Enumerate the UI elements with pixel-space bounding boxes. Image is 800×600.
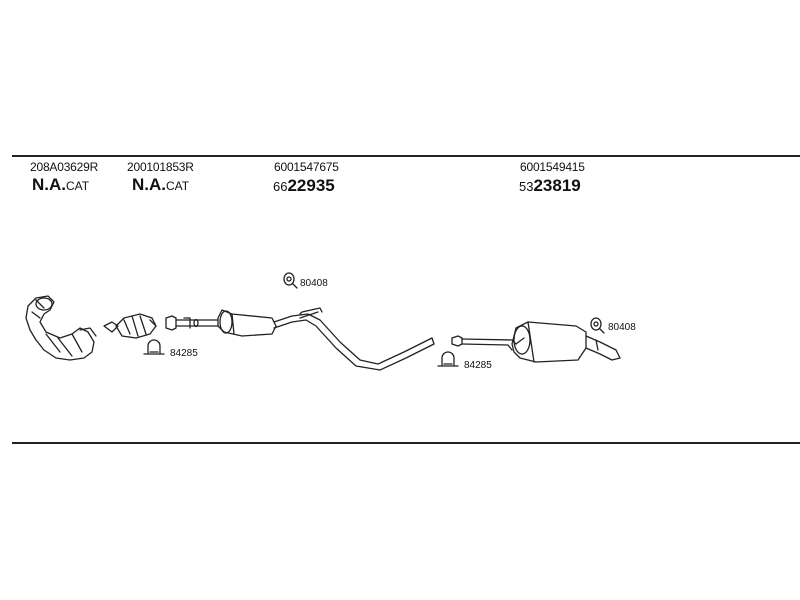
part-label-3-prefix: 66 [273,179,288,194]
rear-muffler-drawing [511,321,621,363]
callout-gasket-mid: 80408 [300,278,328,289]
part-label-1-bold: N.A. [32,175,66,194]
gasket-mid-drawing [283,272,298,289]
gasket-rear-drawing [590,317,605,334]
callout-gasket-rear: 80408 [608,322,636,333]
callout-clamp-front: 84285 [170,348,198,359]
part-number-1: 208A03629R [30,160,99,174]
part-number-3: 6001547675 [274,160,339,174]
part-label-1-suffix: CAT [66,179,90,193]
part-label-4-bold: 23819 [533,176,581,195]
part-label-4: 5323819 [519,176,581,196]
front-pipe-drawing [165,315,219,331]
bottom-rule [12,442,800,444]
clamp-front-drawing [143,339,165,355]
top-rule [12,155,800,157]
part-number-4: 6001549415 [520,160,585,174]
part-label-1: N.A.CAT [32,175,89,195]
part-label-2-suffix: CAT [166,179,190,193]
part-label-4-prefix: 53 [519,179,534,194]
clamp-rear-drawing [437,351,459,367]
callout-clamp-rear: 84285 [464,360,492,371]
part-label-3-bold: 22935 [287,176,335,195]
mid-pipe-drawing [273,307,435,371]
front-catalytic-converter-drawing [25,295,97,361]
front-muffler-drawing [217,309,277,337]
part-label-2: N.A.CAT [132,175,189,195]
part-label-2-bold: N.A. [132,175,166,194]
part-label-3: 6622935 [273,176,335,196]
part-number-2: 200101853R [127,160,194,174]
second-catalytic-converter-drawing [103,313,157,339]
